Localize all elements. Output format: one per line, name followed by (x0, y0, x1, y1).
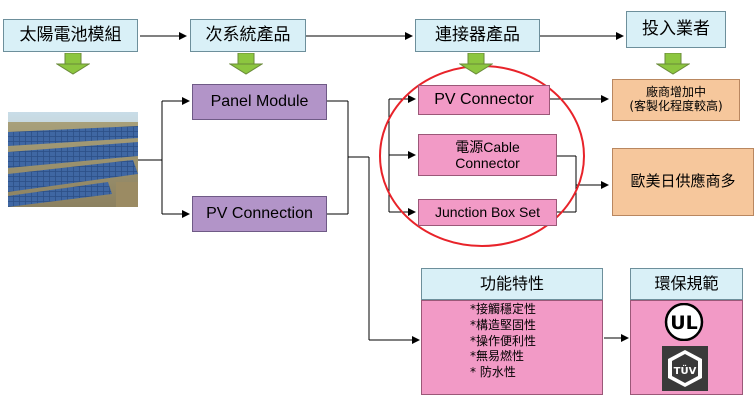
feature-item: *構造堅固性 (470, 317, 537, 332)
down-arrow-icon (656, 53, 690, 75)
feature-item: *操作便利性 (470, 333, 537, 348)
pv-connection-label: PV Connection (206, 204, 313, 222)
connector-products-label: 連接器產品 (435, 24, 520, 45)
solar-module-label: 太陽電池模組 (19, 24, 122, 45)
subsystem-products-label: 次系統產品 (205, 24, 291, 45)
feature-item: * 防水性 (470, 365, 516, 380)
power-cable-label-line1: 電源Cable (455, 138, 520, 155)
certifications-title: 環保規範 (654, 273, 719, 293)
feature-item: *無易燃性 (470, 349, 525, 364)
junction-box-label: Junction Box Set (434, 204, 541, 221)
ul-logo-text: UL (670, 312, 698, 334)
tuv-logo-icon: TÜV (662, 346, 708, 391)
western-japan-supply-label: 歐美日供應商多 (630, 172, 736, 191)
vendor-increase-line1: 廠商增加中 (645, 85, 706, 100)
vendor-increase-line2: (客製化程度較高) (629, 99, 723, 113)
pv-connector-box: PV Connector (418, 85, 550, 115)
features-title: 功能特性 (479, 273, 544, 293)
tuv-logo-text: TÜV (674, 363, 697, 377)
vendor-increase-box: 廠商增加中 (客製化程度較高) (612, 79, 740, 121)
junction-box-set-box: Junction Box Set (418, 199, 557, 226)
connector-products-box: 連接器產品 (415, 19, 540, 52)
power-cable-label-line2: Connector (455, 155, 520, 171)
features-list: *接觸穩定性 *構造堅固性 *操作便利性 *無易燃性 * 防水性 (470, 302, 650, 381)
feature-item: *接觸穩定性 (470, 302, 537, 316)
solar-panel-image (8, 112, 138, 207)
power-cable-connector-box: 電源Cable Connector (418, 134, 557, 176)
down-arrow-icon (229, 53, 263, 75)
subsystem-products-box: 次系統產品 (190, 19, 306, 52)
pv-connection-box: PV Connection (192, 196, 327, 232)
entering-firms-box: 投入業者 (626, 11, 726, 48)
panel-module-label: Panel Module (210, 92, 309, 110)
solar-module-box: 太陽電池模組 (3, 19, 138, 52)
ul-logo-icon: UL (664, 303, 704, 341)
entering-firms-label: 投入業者 (642, 18, 710, 39)
features-title-box: 功能特性 (421, 268, 603, 300)
features-body-box (421, 300, 603, 395)
pv-connector-label: PV Connector (434, 90, 534, 108)
down-arrow-icon (459, 53, 493, 75)
panel-module-box: Panel Module (192, 84, 327, 120)
down-arrow-icon (56, 53, 90, 75)
certifications-title-box: 環保規範 (630, 268, 743, 300)
western-japan-supply-box: 歐美日供應商多 (612, 148, 754, 216)
